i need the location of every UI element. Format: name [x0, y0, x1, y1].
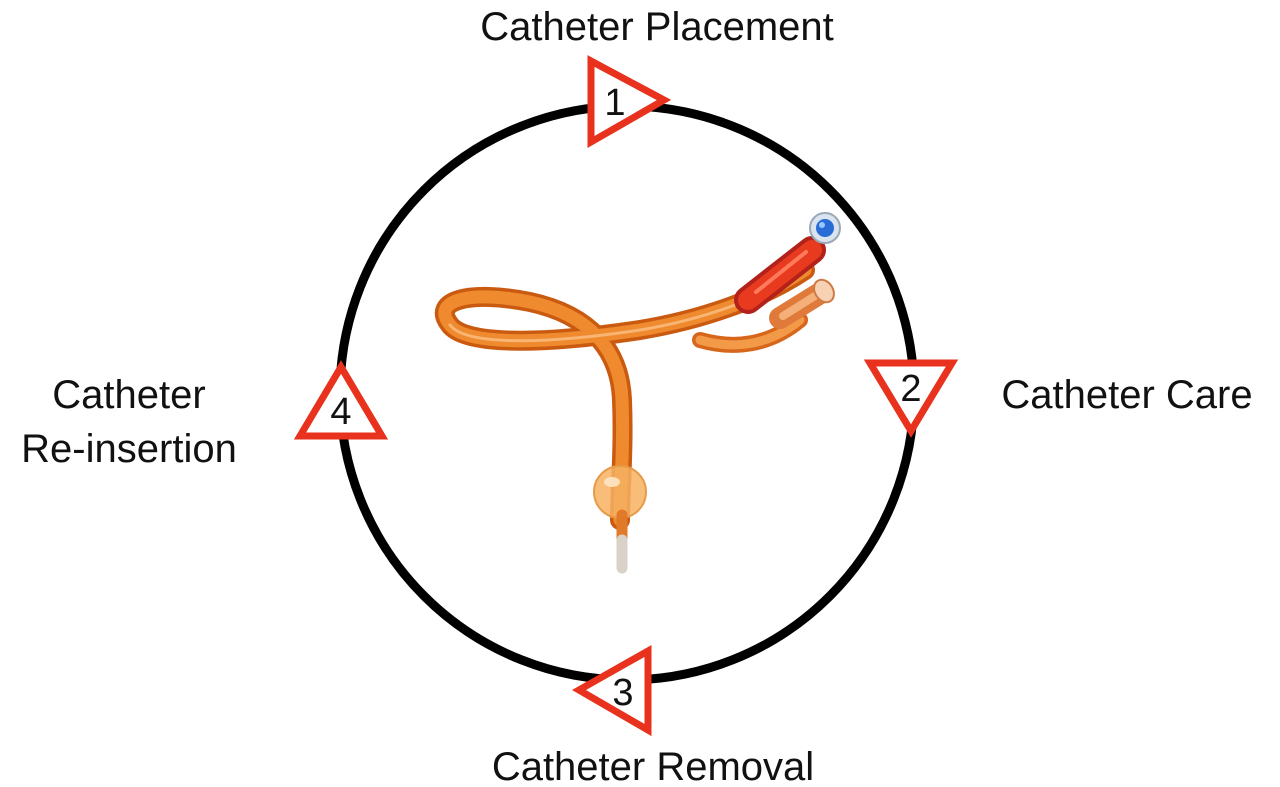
step-number-3: 3 [612, 672, 633, 714]
label-catheter-removal: Catheter Removal [492, 745, 814, 787]
label-catheter-care: Catheter Care [1001, 373, 1252, 417]
step-number-4: 4 [330, 391, 351, 433]
step-number-1: 1 [604, 82, 625, 124]
step-marker-2: 2 [863, 359, 959, 438]
urinary-catheter-image [434, 212, 841, 574]
label-catheter-placement: Catheter Placement [480, 5, 834, 49]
step-marker-4: 4 [293, 360, 389, 440]
step-marker-1: 1 [587, 55, 672, 149]
label-catheter-reinsertion-line2: Re-insertion [21, 427, 237, 471]
label-catheter-reinsertion-line1: Catheter [52, 373, 205, 417]
step-number-2: 2 [900, 368, 921, 410]
step-marker-3: 3 [571, 645, 652, 737]
